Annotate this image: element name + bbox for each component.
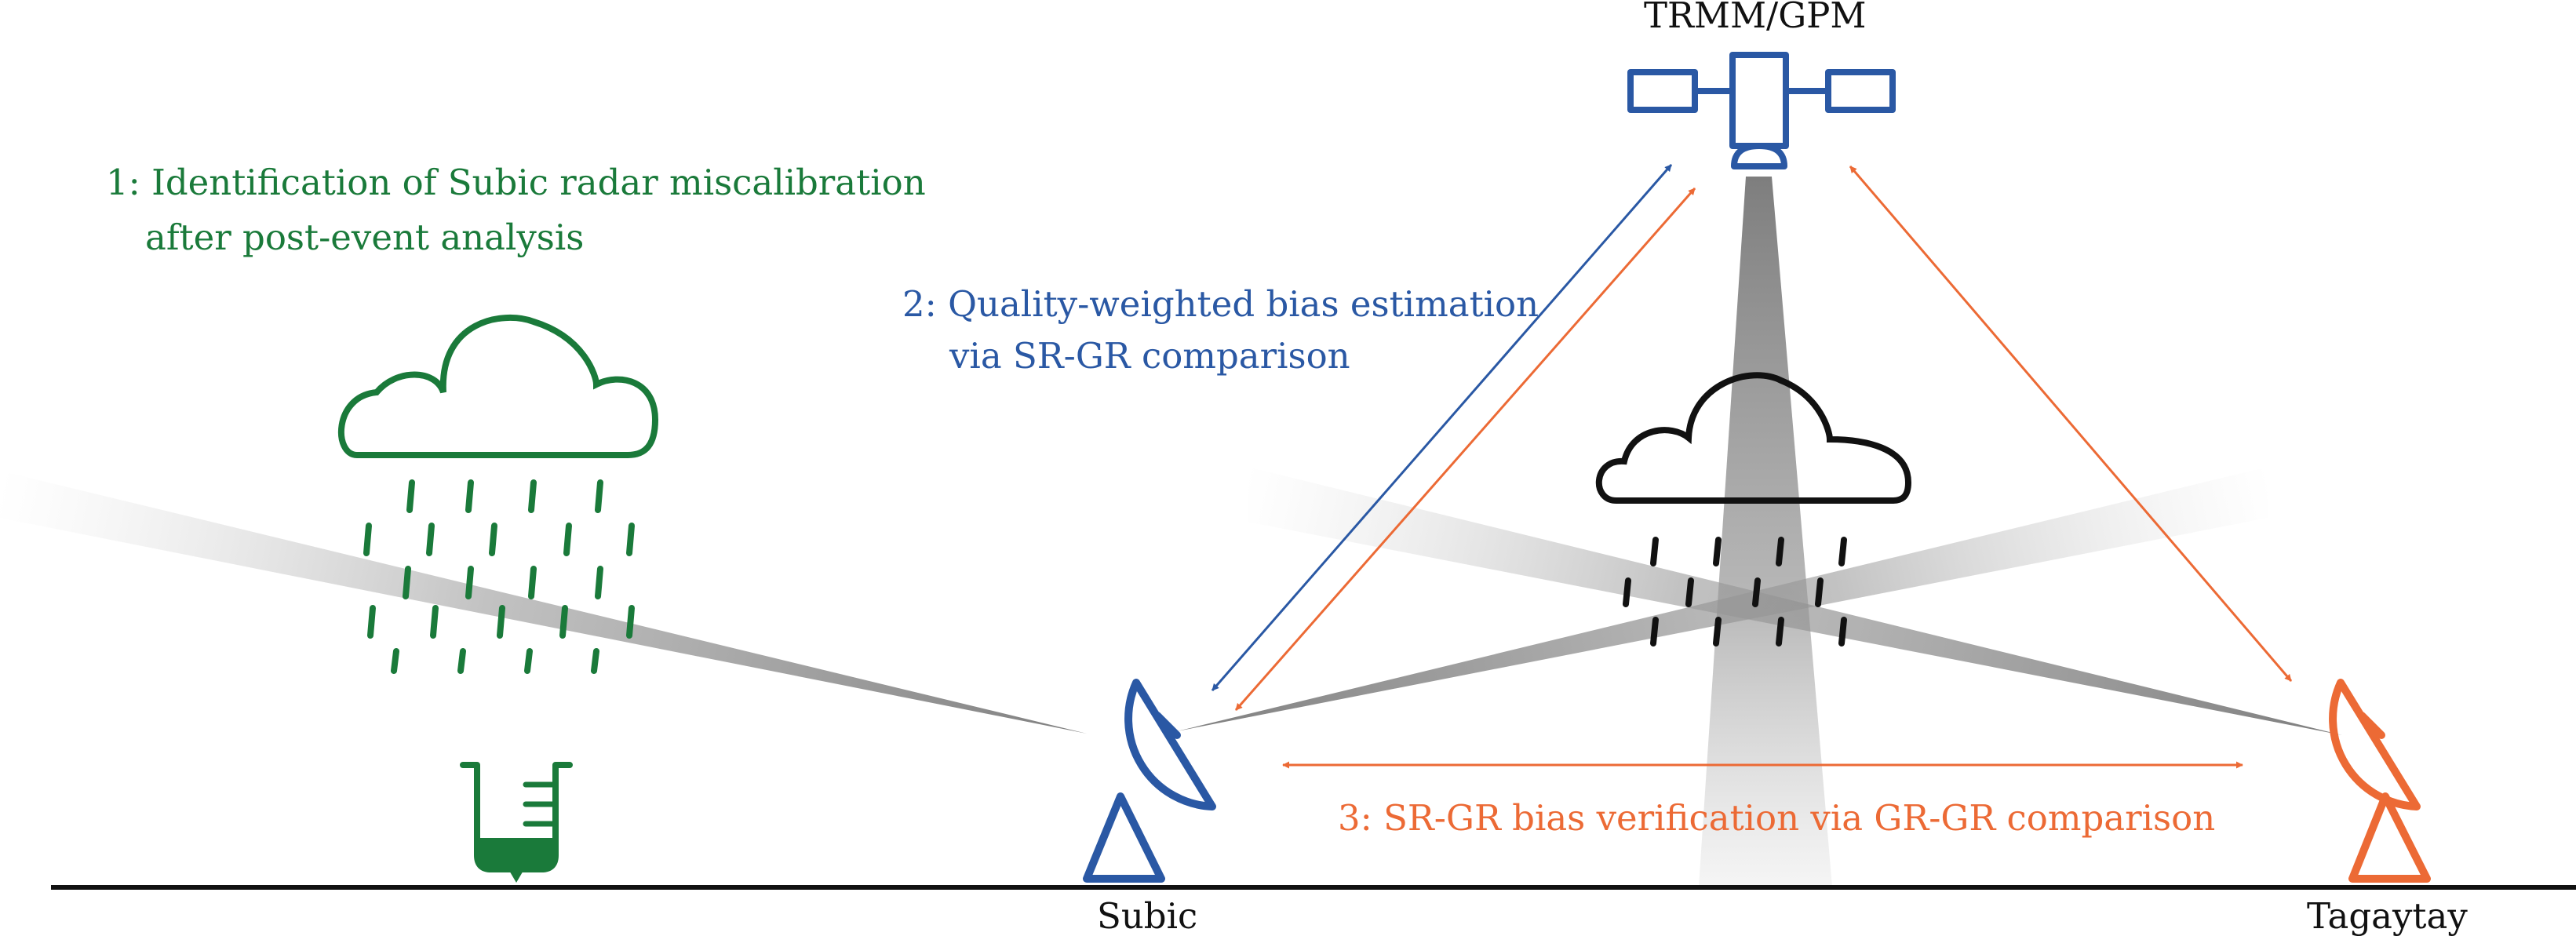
satellite-beam: [1699, 177, 1832, 887]
satellite-panel-left: [1627, 69, 1698, 113]
satellite-icon: [1627, 52, 1896, 169]
satellite-body: [1729, 52, 1789, 149]
subic-beam-west: [0, 471, 1087, 734]
rain-cloud-icon-left: [338, 314, 659, 674]
radar-pedestal-subic: [1083, 792, 1165, 883]
step1-label-line1: 1: Identification of Subic radar miscali…: [106, 162, 926, 203]
step3-label: 3: SR-GR bias verification via GR-GR com…: [1338, 797, 2216, 839]
rain-gauge-spout: [508, 869, 524, 883]
step2-label-line1: 2: Quality-weighted bias estimation: [902, 283, 1539, 325]
rain-gauge-ticks: [523, 781, 556, 827]
radar-feed-subic: [1153, 712, 1181, 739]
radar-dish-tagaytay: [2329, 679, 2421, 810]
satellite-panel-right: [1825, 69, 1896, 113]
radar-feed-tagaytay: [2358, 712, 2385, 739]
radar-label-subic: Subic: [1097, 895, 1198, 937]
rain-drops-left: [363, 479, 635, 674]
satellite-label: TRMM/GPM: [1644, 0, 1867, 36]
arrow-sr-gr-subic-orange: [1234, 188, 1696, 711]
radar-pedestal-tagaytay: [2348, 792, 2431, 883]
arrow-sr-gr-blue: [1211, 164, 1673, 691]
radar-dish-icon-subic: [1083, 679, 1216, 883]
rain-gauge-water: [480, 838, 552, 868]
step1-label-line2: after post-event analysis: [145, 217, 585, 258]
rain-gauge-icon: [460, 762, 573, 883]
cloud-outline-left: [338, 314, 659, 458]
radar-label-tagaytay: Tagaytay: [2307, 895, 2468, 937]
radar-dish-icon-tagaytay: [2329, 679, 2431, 883]
radar-dish-subic: [1124, 679, 1216, 810]
step2-label-line2: via SR-GR comparison: [949, 335, 1350, 377]
comparison-arrows: [1211, 164, 2293, 769]
satellite-antenna: [1731, 143, 1787, 169]
arrow-sr-gr-tagaytay-orange: [1849, 166, 2293, 682]
